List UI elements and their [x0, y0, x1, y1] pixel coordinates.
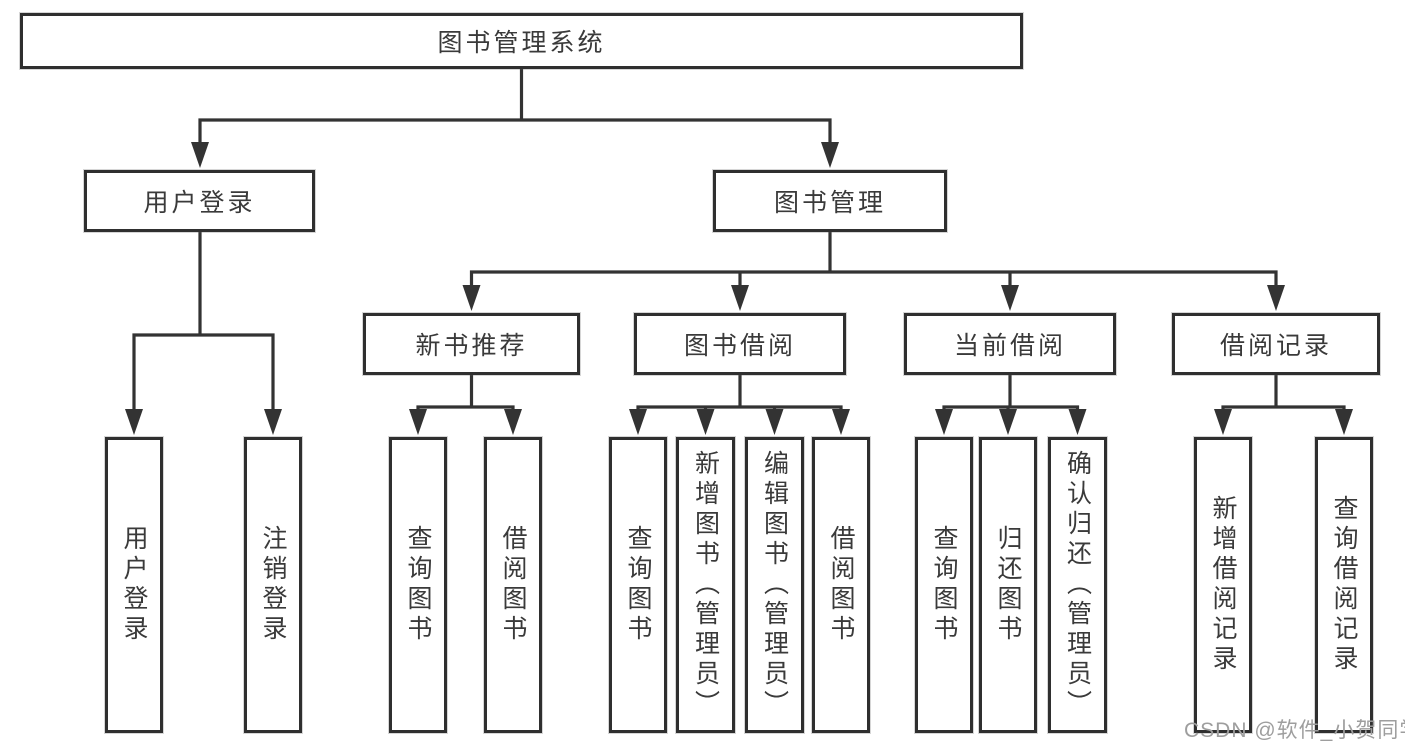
node-label: 图书借阅 [683, 332, 796, 360]
watermark: CSDN @软件_小贺同学 [1184, 719, 1405, 742]
node-label: 编辑图书（管理员） [760, 450, 789, 720]
node-label: 图书管理 [773, 189, 886, 217]
leaf-return-books: 归还图书 [979, 437, 1037, 733]
node-book-borrow: 图书借阅 [634, 313, 846, 375]
leaf-borrow-books: 借阅图书 [812, 437, 870, 733]
node-label: 确认归还（管理员） [1063, 450, 1092, 720]
node-label: 借阅图书 [499, 525, 527, 645]
node-label: 图书管理系统 [437, 29, 606, 57]
leaf-query-books-borrow: 查询图书 [609, 437, 667, 733]
arrowhead-icons [125, 142, 1353, 435]
node-label: 新书推荐 [415, 332, 528, 360]
node-label: 借阅图书 [827, 525, 855, 645]
node-label: 新增图书（管理员） [691, 450, 720, 720]
node-label: 查询图书 [624, 525, 652, 645]
leaf-confirm-return-admin: 确认归还（管理员） [1048, 437, 1107, 733]
node-label: 查询图书 [930, 525, 958, 645]
leaf-borrow-books-recommend: 借阅图书 [484, 437, 542, 733]
node-book-management: 图书管理 [713, 170, 947, 232]
node-label: 查询借阅记录 [1330, 495, 1358, 675]
leaf-query-borrow-record: 查询借阅记录 [1315, 437, 1373, 733]
leaf-user-login: 用户登录 [105, 437, 163, 733]
leaf-query-books-recommend: 查询图书 [389, 437, 447, 733]
leaf-edit-books-admin: 编辑图书（管理员） [745, 437, 804, 733]
node-label: 注销登录 [259, 525, 287, 645]
node-label: 查询图书 [404, 525, 432, 645]
node-book-management-system: 图书管理系统 [20, 13, 1023, 69]
leaf-query-books-current: 查询图书 [915, 437, 973, 733]
leaf-logout: 注销登录 [244, 437, 302, 733]
leaf-add-borrow-record: 新增借阅记录 [1194, 437, 1252, 733]
node-new-book-recommend: 新书推荐 [363, 313, 580, 375]
node-label: 当前借阅 [953, 332, 1066, 360]
node-label: 借阅记录 [1219, 332, 1332, 360]
node-borrow-records: 借阅记录 [1172, 313, 1380, 375]
node-user-login: 用户登录 [84, 170, 315, 232]
node-label: 用户登录 [120, 525, 148, 645]
node-label: 新增借阅记录 [1209, 495, 1237, 675]
node-current-borrow: 当前借阅 [904, 313, 1116, 375]
node-label: 归还图书 [994, 525, 1022, 645]
leaf-add-books-admin: 新增图书（管理员） [676, 437, 735, 733]
node-label: 用户登录 [143, 189, 256, 217]
